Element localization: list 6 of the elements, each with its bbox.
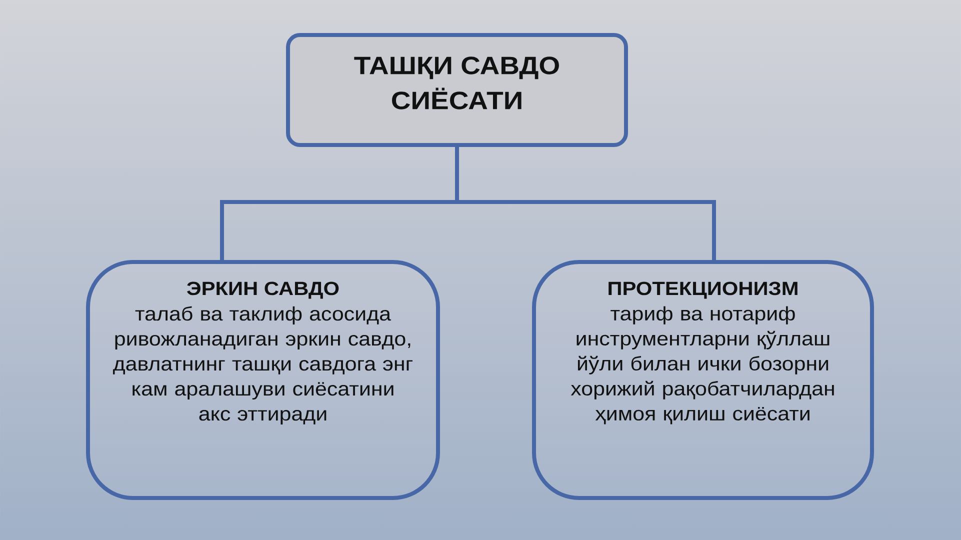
title-box: ТАШҚИ САВДО СИЁСАТИ — [286, 33, 628, 147]
box-text: тариф ва нотариф инструментларни қўллаш йўли билан ички бозорни хорижий рақобатчилардан ҳимоя қилиш сиёсати — [570, 306, 834, 424]
connector-line — [455, 147, 716, 260]
box-heading: ПРОТЕКЦИОНИЗМ — [608, 282, 798, 299]
box-text: талаб ва таклиф асосида ривожланадиган эркин савдо, давлатнинг ташқи савдога энг кам аралашуви сиёсатини акс эттиради — [113, 306, 412, 425]
box-heading: ЭРКИН САВДО — [187, 282, 339, 299]
